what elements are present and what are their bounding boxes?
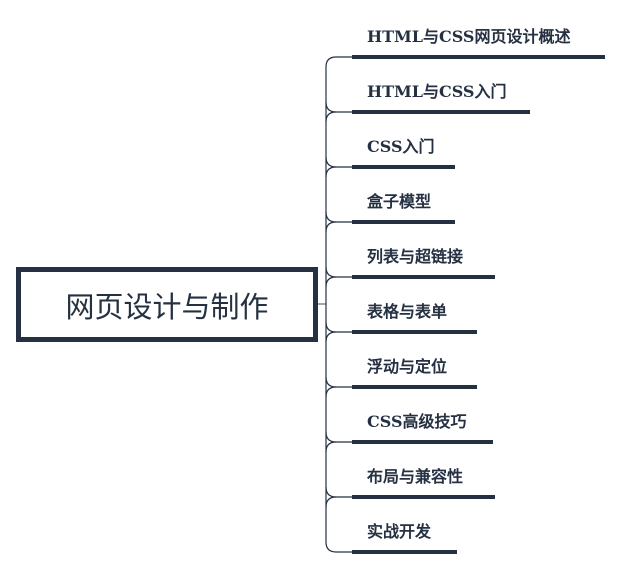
branch-node[interactable]: 实战开发 (367, 522, 432, 541)
branch-curve (325, 276, 337, 288)
branch-node[interactable]: 列表与超链接 (367, 247, 464, 266)
branch-node[interactable]: 浮动与定位 (367, 357, 448, 376)
branch-curve (325, 221, 337, 233)
branch-node[interactable]: HTML与CSS网页设计概述 (367, 27, 571, 46)
branch-curve (325, 486, 352, 498)
root-node[interactable]: 网页设计与制作 (16, 267, 318, 342)
branch-node[interactable]: 表格与表单 (367, 302, 448, 321)
branch-curve (325, 431, 352, 443)
branch-curve (325, 441, 337, 453)
branch-curve (325, 376, 352, 388)
branch-node[interactable]: 布局与兼容性 (367, 467, 464, 486)
branch-node[interactable]: CSS高级技巧 (367, 412, 467, 431)
branch-node[interactable]: HTML与CSS入门 (367, 82, 507, 101)
branch-curve (325, 156, 352, 168)
branch-curve (325, 386, 337, 398)
branch-curve (325, 331, 337, 343)
branch-curve (325, 101, 352, 113)
branch-node[interactable]: CSS入门 (367, 137, 435, 156)
branch-curve (325, 496, 337, 508)
branch-curve (325, 56, 352, 68)
branch-curve (325, 541, 352, 553)
branch-curve (325, 321, 352, 333)
branch-curve (325, 111, 337, 123)
branch-curve (325, 211, 352, 223)
branch-node[interactable]: 盒子模型 (367, 192, 432, 211)
root-label: 网页设计与制作 (65, 289, 269, 324)
branch-curve (325, 166, 337, 178)
branch-curve (325, 266, 352, 278)
